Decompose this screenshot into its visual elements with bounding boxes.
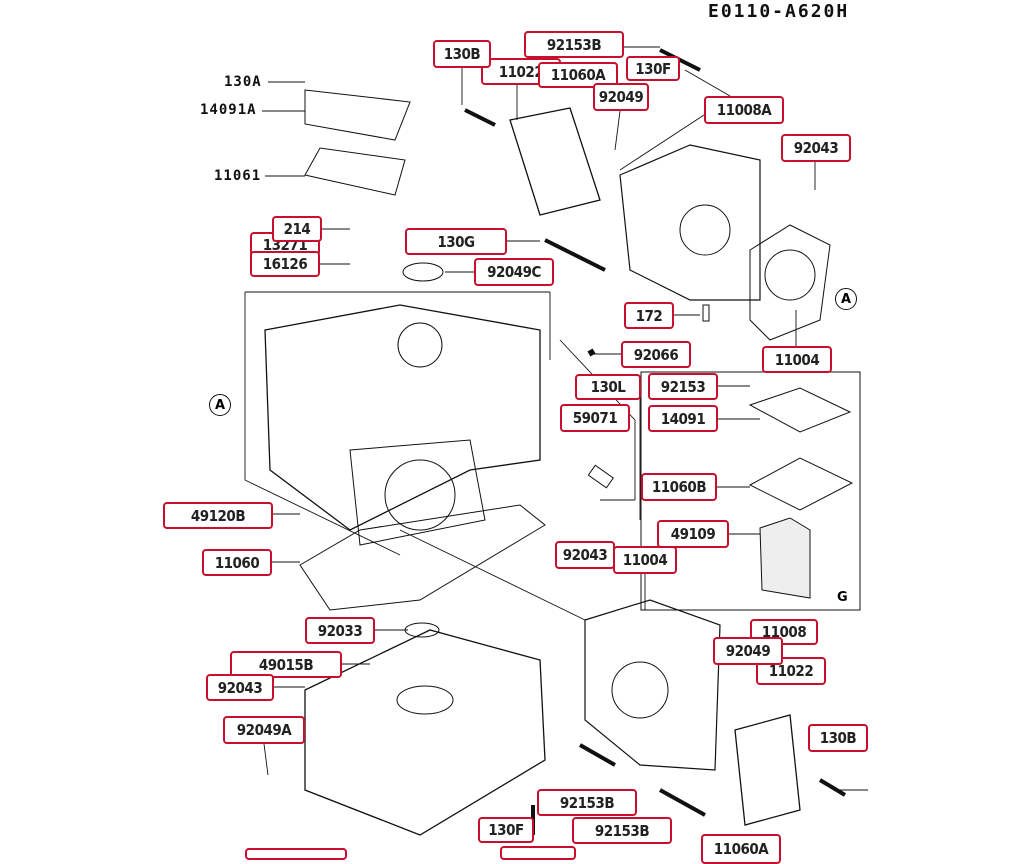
part-label-172[interactable]: 172 — [624, 302, 674, 329]
leader-lines — [244, 46, 868, 791]
gasket-11060b — [748, 457, 854, 511]
reference-mark-g: G — [837, 590, 848, 605]
cylinder-face — [349, 439, 486, 546]
part-label-11060b[interactable]: 11060B — [641, 473, 717, 501]
bolt — [659, 788, 706, 817]
crankcase-block — [264, 304, 541, 531]
part-label-92033[interactable]: 92033 — [305, 617, 375, 644]
plug-92066 — [587, 348, 596, 357]
label-11061: 11061 — [214, 168, 262, 184]
part-label-92153b-low-2[interactable]: 92153B — [572, 817, 672, 844]
head-chamber-low — [611, 661, 669, 719]
reference-mark-a-right: A — [835, 288, 857, 310]
part-label-11008a[interactable]: 11008A — [704, 96, 784, 124]
part-label-11060[interactable]: 11060 — [202, 549, 272, 576]
oil-seal-92049c — [402, 262, 444, 282]
bolt — [659, 48, 701, 72]
part-label-92043-mid[interactable]: 92043 — [555, 541, 615, 569]
cylinder-head-11008 — [584, 599, 721, 771]
part-label-92049a[interactable]: 92049A — [223, 716, 305, 744]
rocker-cover-top — [509, 107, 601, 216]
part-label-130g[interactable]: 130G — [405, 228, 507, 255]
oil-pan-boss — [396, 685, 454, 715]
diagram-code: E0110-A620H — [708, 1, 850, 22]
part-label-cut-off-center[interactable] — [500, 846, 576, 860]
part-label-49120b[interactable]: 49120B — [163, 502, 273, 529]
part-label-92153[interactable]: 92153 — [648, 373, 718, 400]
filter-49109 — [759, 517, 811, 599]
part-label-16126[interactable]: 16126 — [250, 251, 320, 277]
part-label-11004[interactable]: 11004 — [762, 346, 832, 373]
part-label-92043-low[interactable]: 92043 — [206, 674, 274, 701]
bolt — [818, 778, 847, 797]
label-130a: 130A — [224, 74, 262, 90]
rocker-cover-low — [734, 714, 801, 826]
cover-plate-14091a — [304, 89, 411, 141]
part-label-92049c[interactable]: 92049C — [474, 258, 554, 286]
part-label-92153b-low-1[interactable]: 92153B — [537, 789, 637, 816]
part-label-59071[interactable]: 59071 — [560, 404, 630, 432]
head-gasket-11004 — [749, 224, 831, 341]
o-ring-92033 — [404, 622, 440, 638]
cylinder-head-11008a — [619, 144, 761, 301]
part-label-49015b[interactable]: 49015B — [230, 651, 342, 678]
label-14091a: 14091A — [200, 102, 257, 118]
reference-mark-a-left: A — [209, 394, 231, 416]
head-chamber-top — [679, 204, 731, 256]
part-label-11004-mid[interactable]: 11004 — [613, 546, 677, 574]
part-label-130l[interactable]: 130L — [575, 374, 641, 400]
bolt — [544, 238, 606, 272]
crank-boss — [397, 322, 443, 368]
part-label-130b[interactable]: 130B — [433, 40, 491, 68]
part-label-130f-low[interactable]: 130F — [478, 817, 534, 843]
part-label-49109[interactable]: 49109 — [657, 520, 729, 548]
part-label-11060a[interactable]: 11060A — [538, 62, 618, 88]
oil-pan-49015b — [304, 629, 546, 836]
cover-14091 — [748, 387, 852, 433]
dowel-59071 — [587, 464, 614, 489]
part-label-130b-low[interactable]: 130B — [808, 724, 868, 752]
part-label-92049[interactable]: 92049 — [593, 83, 649, 111]
dowel-172 — [702, 304, 710, 322]
part-label-14091[interactable]: 14091 — [648, 405, 718, 432]
bolt — [464, 108, 496, 127]
part-label-92043[interactable]: 92043 — [781, 134, 851, 162]
bolt — [579, 743, 616, 767]
gasket-11060 — [299, 504, 546, 611]
breather-plate-11061 — [304, 147, 406, 196]
cylinder-bore — [384, 459, 456, 531]
part-label-92153b[interactable]: 92153B — [524, 31, 624, 58]
part-label-214[interactable]: 214 — [272, 216, 322, 242]
gasket-bore — [764, 249, 816, 301]
part-label-92049-low[interactable]: 92049 — [713, 637, 783, 665]
part-label-cut-off-left[interactable] — [245, 848, 347, 860]
part-label-130f[interactable]: 130F — [626, 56, 680, 81]
part-label-11060a-low[interactable]: 11060A — [701, 834, 781, 864]
part-label-92066[interactable]: 92066 — [621, 341, 691, 368]
